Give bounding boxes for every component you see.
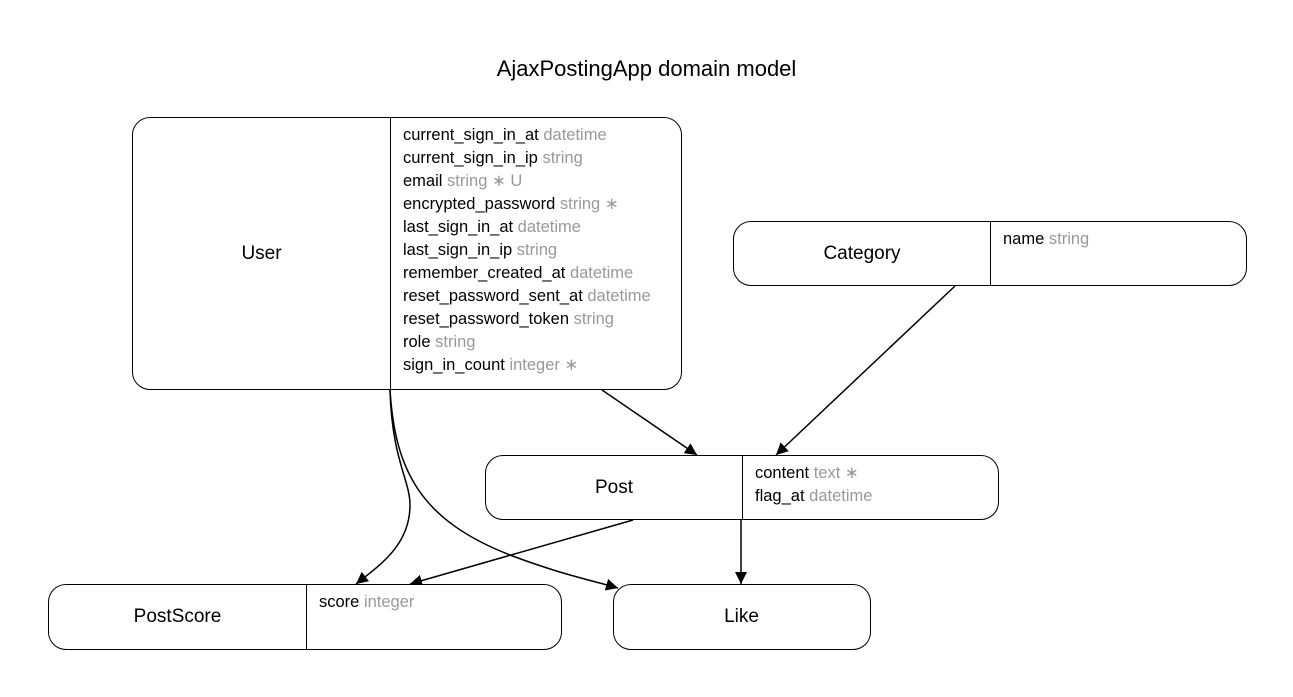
- attribute-name: last_sign_in_at: [403, 218, 514, 236]
- attribute-type: integer: [509, 356, 560, 374]
- attribute-name: score: [319, 593, 360, 611]
- attribute-row: reset_password_sent_at datetime: [403, 285, 681, 308]
- attribute-row: content text ∗: [755, 462, 998, 485]
- attribute-type: datetime: [517, 218, 581, 236]
- attribute-type: datetime: [543, 126, 607, 144]
- attribute-name: current_sign_in_at: [403, 126, 539, 144]
- attribute-list: score integer: [306, 585, 561, 649]
- entity-name: Post: [594, 476, 634, 498]
- attribute-name: reset_password_sent_at: [403, 287, 583, 305]
- attribute-constraint-marks: ∗: [604, 195, 619, 213]
- attribute-type: string: [435, 333, 476, 351]
- attribute-name: flag_at: [755, 487, 805, 505]
- attribute-type: datetime: [587, 287, 651, 305]
- attribute-name: remember_created_at: [403, 264, 566, 282]
- attribute-type: string: [1048, 230, 1090, 248]
- attribute-name: reset_password_token: [403, 310, 570, 328]
- attribute-row: last_sign_in_ip string: [403, 239, 681, 262]
- attribute-name: encrypted_password: [403, 195, 556, 213]
- edge-category-post: [775, 285, 956, 456]
- attribute-type: string: [447, 172, 488, 190]
- attribute-type: datetime: [809, 487, 873, 505]
- attribute-row: encrypted_password string ∗: [403, 193, 681, 216]
- attribute-row: sign_in_count integer ∗: [403, 354, 681, 377]
- attribute-type: text: [813, 464, 841, 482]
- attribute-constraint-marks: ∗: [844, 464, 859, 482]
- attribute-type: integer: [363, 593, 415, 611]
- attribute-type: string: [559, 195, 601, 213]
- edge-user-post: [601, 389, 698, 456]
- attribute-constraint-marks: ∗ U: [491, 172, 523, 190]
- attribute-row: role string: [403, 331, 681, 354]
- entity-name: User: [241, 242, 282, 264]
- entity-name: Like: [724, 606, 759, 627]
- attribute-list: content text ∗flag_at datetime: [742, 456, 998, 519]
- attribute-name: name: [1003, 230, 1045, 248]
- attribute-type: string: [542, 149, 583, 167]
- attribute-row: score integer: [319, 591, 561, 614]
- attribute-row: remember_created_at datetime: [403, 262, 681, 285]
- attribute-name: email: [403, 172, 443, 190]
- attribute-list: name string: [990, 222, 1246, 285]
- entity-name: Category: [823, 242, 901, 264]
- entity-post[interactable]: Post content text ∗flag_at datetime: [485, 455, 999, 520]
- edge-post-postscore: [409, 519, 634, 587]
- attribute-row: last_sign_in_at datetime: [403, 216, 681, 239]
- attribute-type: datetime: [569, 264, 634, 282]
- entity-name: PostScore: [133, 606, 222, 627]
- edge-user-like: [389, 389, 619, 591]
- entity-postscore[interactable]: PostScore score integer: [48, 584, 562, 650]
- attribute-row: name string: [1003, 228, 1246, 251]
- attribute-row: current_sign_in_at datetime: [403, 124, 681, 147]
- entity-category[interactable]: Category name string: [733, 221, 1247, 286]
- diagram-title: AjaxPostingApp domain model: [496, 56, 797, 81]
- attribute-name: role: [403, 333, 431, 351]
- attribute-name: content: [755, 464, 810, 482]
- edge-user-postscore: [355, 389, 411, 585]
- attribute-name: current_sign_in_ip: [403, 149, 538, 167]
- attribute-name: last_sign_in_ip: [403, 241, 513, 259]
- attribute-type: string: [516, 241, 558, 259]
- attribute-row: email string ∗ U: [403, 170, 681, 193]
- attribute-row: flag_at datetime: [755, 485, 998, 508]
- attribute-row: reset_password_token string: [403, 308, 681, 331]
- attribute-type: string: [573, 310, 614, 328]
- attribute-row: current_sign_in_ip string: [403, 147, 681, 170]
- entity-like[interactable]: Like: [613, 584, 871, 650]
- attribute-constraint-marks: ∗: [564, 356, 579, 374]
- attribute-name: sign_in_count: [403, 356, 505, 374]
